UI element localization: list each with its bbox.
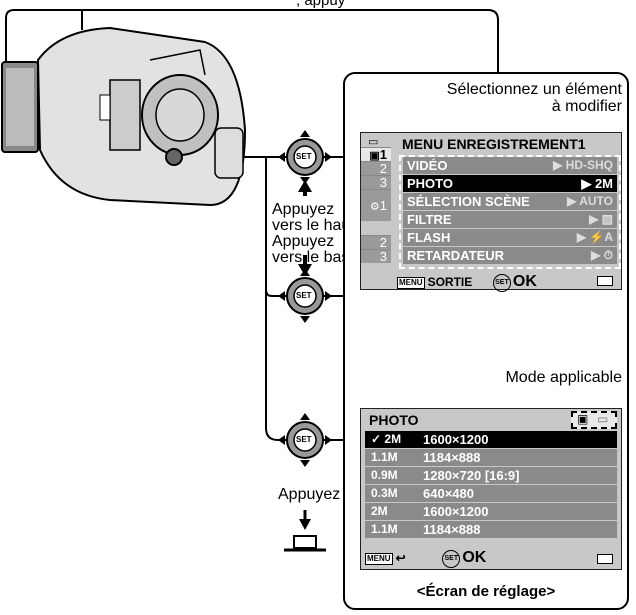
press-label: Appuyez bbox=[278, 486, 341, 503]
tab-record-3[interactable]: 3 bbox=[361, 175, 391, 190]
menu-key-icon: MENU bbox=[397, 276, 425, 289]
select-element-label-2: à modifier bbox=[551, 98, 622, 115]
tab-option-2[interactable]: 2 bbox=[361, 235, 391, 250]
set-key-icon-2: SET bbox=[442, 549, 461, 568]
tab-record-1[interactable]: ▣1 bbox=[361, 147, 391, 162]
set-key-icon: SET bbox=[492, 273, 511, 292]
battery-icon bbox=[597, 276, 613, 286]
battery-icon-2 bbox=[597, 554, 613, 564]
screen-caption: <Écran de réglage> bbox=[416, 583, 556, 600]
video-mode-icon-2: ▭ bbox=[597, 412, 609, 426]
menu-item-flash-value: ▶ ⚡A bbox=[576, 230, 613, 244]
tab-option-3[interactable]: 3 bbox=[361, 249, 391, 264]
footer-ok-label: OK bbox=[512, 273, 537, 290]
menu-screen: ▭ MENU ENREGISTREMENT1 ▣1 2 3 ⚙1 2 3 VID… bbox=[360, 132, 622, 292]
menu-side-tabs: ▣1 2 3 ⚙1 2 3 bbox=[361, 133, 391, 275]
camera-icon: ▣ bbox=[369, 150, 380, 162]
press-down-label-1: Appuyez bbox=[272, 233, 335, 250]
menu-item-filter-value: ▶ ▧ bbox=[589, 212, 613, 226]
press-down-label-2: vers le bas bbox=[272, 249, 350, 266]
set-label-1: SET bbox=[296, 152, 312, 161]
menu-items-highlight bbox=[399, 155, 621, 269]
menu-item-scene-value: ▶ AUTO bbox=[567, 194, 613, 208]
press-up-label-2: vers le haut bbox=[272, 217, 355, 234]
menu-item-photo-value: ▶ 2M bbox=[581, 176, 613, 191]
footer-ok-label-2: OK bbox=[462, 549, 487, 566]
menu-item-self-timer[interactable]: RETARDATEUR▶ ⏱ bbox=[403, 247, 617, 264]
menu-item-filter[interactable]: FILTRE▶ ▧ bbox=[403, 211, 617, 228]
menu-item-video[interactable]: VIDÉO▶ HD-SHQ bbox=[403, 157, 617, 174]
video-mode-icon: ▭ bbox=[368, 136, 379, 148]
camera-illustration bbox=[1, 26, 247, 207]
tab-record-2[interactable]: 2 bbox=[361, 161, 391, 176]
menu-item-video-value: ▶ HD-SHQ bbox=[553, 158, 613, 172]
menu-item-scene[interactable]: SÉLECTION SCÈNE▶ AUTO bbox=[403, 193, 617, 210]
menu-item-flash[interactable]: FLASH▶ ⚡A bbox=[403, 229, 617, 246]
set-button-graphic-2 bbox=[278, 255, 332, 323]
back-icon: ↩ bbox=[395, 551, 406, 565]
set-button-graphic-1 bbox=[278, 130, 332, 196]
set-label-3: SET bbox=[296, 435, 312, 444]
footer-exit-label: SORTIE bbox=[427, 275, 473, 289]
top-caption: , appuy bbox=[296, 0, 346, 9]
applicable-mode-icons bbox=[571, 411, 617, 429]
camera-mode-icon: ▣ bbox=[577, 412, 589, 426]
tab-option-1[interactable]: ⚙1 bbox=[361, 189, 391, 221]
menu-key-icon-2: MENU bbox=[365, 552, 393, 565]
select-element-label-1: Sélectionnez un élément bbox=[446, 81, 622, 98]
press-button-graphic bbox=[284, 510, 326, 552]
press-up-label-1: Appuyez bbox=[272, 201, 335, 218]
photo-title: PHOTO bbox=[369, 412, 419, 428]
wrench-icon: ⚙ bbox=[369, 201, 380, 213]
applicable-mode-label: Mode applicable bbox=[505, 369, 622, 386]
menu-item-self-timer-value: ▶ ⏱ bbox=[591, 248, 613, 262]
menu-title: MENU ENREGISTREMENT1 bbox=[402, 136, 586, 152]
set-label-2: SET bbox=[296, 291, 312, 300]
set-button-graphic-3 bbox=[278, 413, 332, 467]
menu-item-photo[interactable]: PHOTO▶ 2M bbox=[403, 175, 617, 192]
